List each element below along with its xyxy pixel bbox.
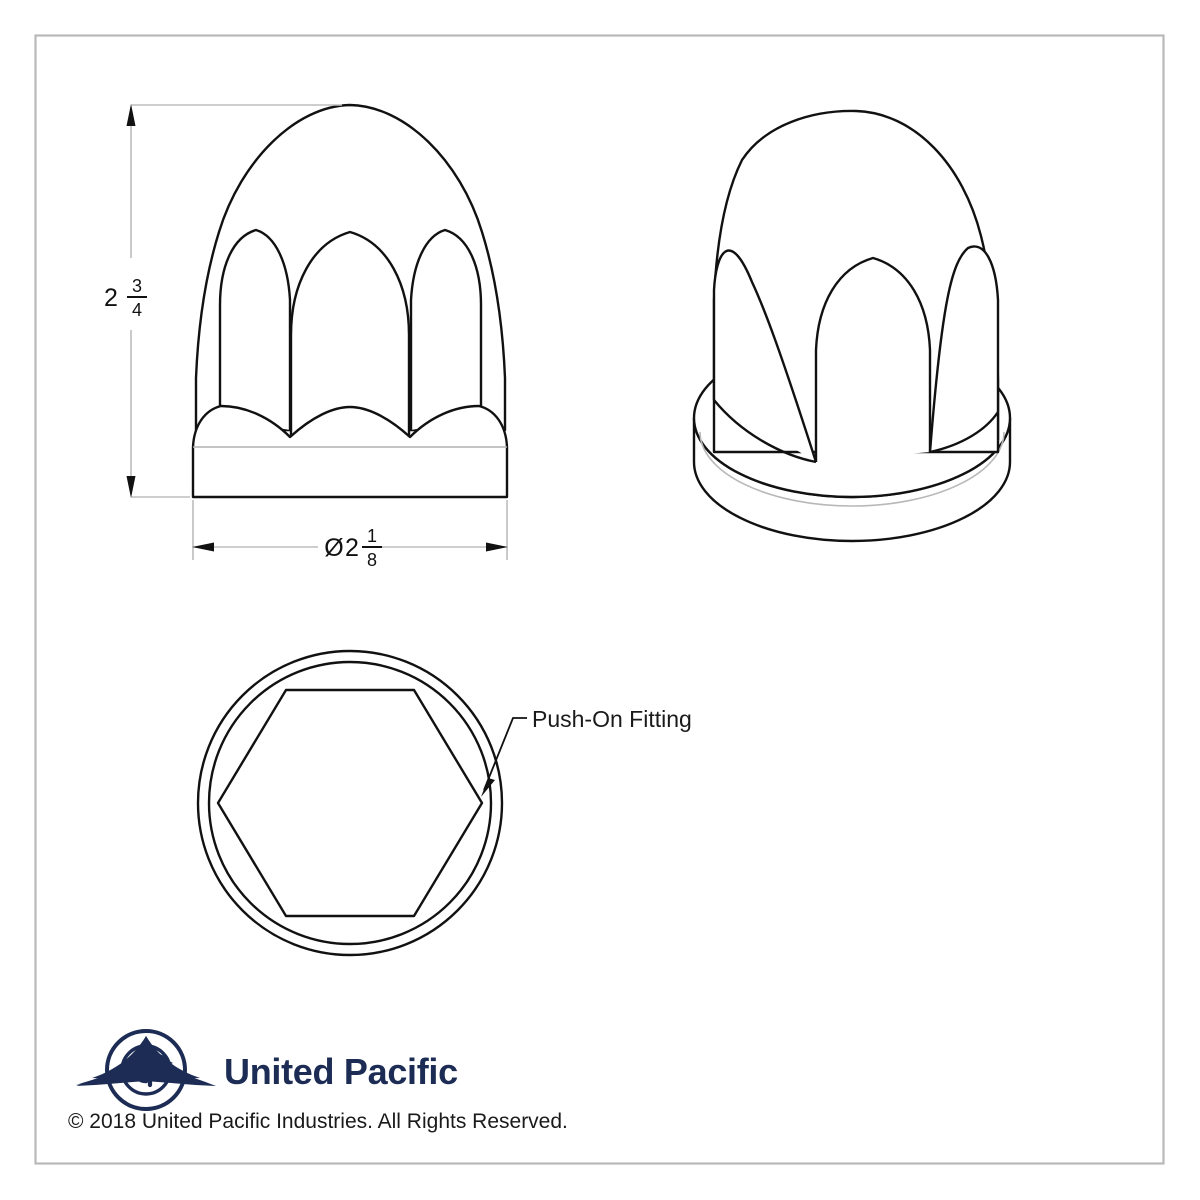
copyright-notice: © 2018 United Pacific Industries. All Ri…	[68, 1110, 568, 1133]
height-arrow-top	[126, 104, 136, 126]
bottom-plan-view	[196, 649, 504, 957]
united-pacific-logo	[76, 1029, 216, 1111]
diameter-arrow-left	[192, 542, 214, 552]
front-flute-right	[409, 228, 483, 430]
push-on-fitting-leader-line	[483, 717, 527, 791]
logo-monogram-u	[132, 1052, 149, 1084]
diameter-dim-numerator: 1	[367, 526, 377, 546]
height-arrow-bottom	[126, 476, 136, 498]
height-dim-denominator: 4	[132, 300, 142, 320]
diameter-dim-symbol: Ø	[324, 534, 343, 562]
isometric-view	[692, 109, 1012, 543]
height-dim-whole: 2	[104, 284, 118, 312]
footer: United Pacific © 2018 United Pacific Ind…	[68, 1029, 568, 1133]
height-dimension: 2 3 4	[104, 104, 342, 498]
iso-flange-parting-arc	[699, 431, 1005, 507]
iso-flute-left	[712, 249, 818, 463]
logo-ring	[105, 1029, 187, 1111]
logo-monogram-p	[147, 1053, 168, 1088]
front-flange-body	[191, 447, 509, 499]
brand-name: United Pacific	[224, 1051, 458, 1092]
bottom-hexagon	[216, 688, 484, 918]
front-flute-left	[218, 228, 292, 430]
iso-flute-base-edges	[713, 399, 999, 464]
height-dim-numerator: 3	[132, 276, 142, 296]
push-on-fitting-callout: Push-On Fitting	[481, 706, 692, 797]
front-elevation-view	[191, 103, 509, 499]
logo-center-arrow	[92, 1036, 200, 1080]
iso-flute-right	[928, 245, 1000, 453]
diameter-dim-denominator: 8	[367, 550, 377, 570]
front-flange-top-scallop	[191, 404, 509, 448]
push-on-fitting-label: Push-On Fitting	[532, 706, 692, 732]
front-flute-center	[289, 230, 411, 440]
push-on-fitting-leader-arrow	[481, 778, 495, 797]
sheet-border	[34, 34, 1165, 1165]
diameter-dimension: Ø 2 1 8	[192, 500, 508, 570]
logo-inner-circle	[120, 1044, 172, 1096]
diameter-arrow-right	[486, 542, 508, 552]
iso-flute-center	[814, 256, 932, 462]
diameter-dim-whole: 2	[345, 534, 359, 562]
